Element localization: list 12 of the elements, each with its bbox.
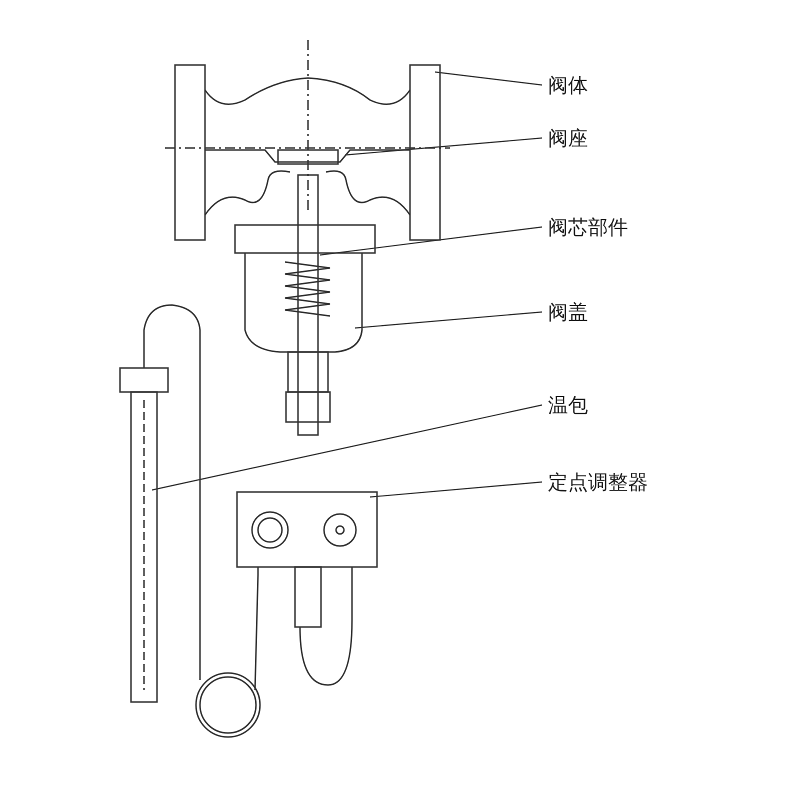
part-label: 阀座 [548, 126, 588, 150]
part-label: 阀盖 [548, 300, 588, 324]
leader-line [152, 404, 542, 491]
part-label: 温包 [548, 393, 588, 417]
leader-line [434, 71, 542, 86]
leader-line [320, 226, 542, 256]
part-label: 定点调整器 [548, 470, 648, 494]
part-label: 阀芯部件 [548, 215, 628, 239]
leader-line [344, 137, 542, 156]
leader-line [354, 311, 542, 329]
leader-line [370, 481, 542, 498]
part-label: 阀体 [548, 73, 588, 97]
